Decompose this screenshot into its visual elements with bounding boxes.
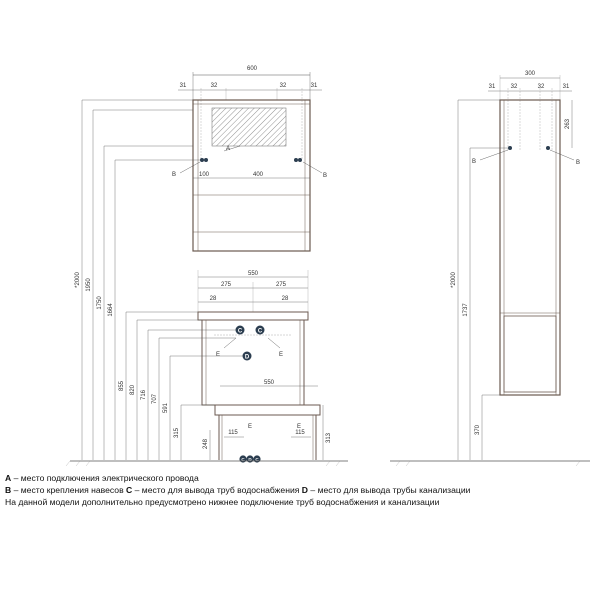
vanity-countertop bbox=[197, 311, 309, 321]
vanity-base-shelf bbox=[214, 404, 321, 416]
cabinet-lower-door bbox=[503, 315, 557, 393]
cabinet-d4: 31 bbox=[563, 84, 570, 90]
water-outlet-c1 bbox=[235, 325, 245, 335]
legend-note: На данной модели дополнительно предусмот… bbox=[5, 497, 440, 508]
vanity-cabinet bbox=[201, 319, 305, 406]
height-820: 820 bbox=[130, 384, 136, 395]
svg-text:C: C bbox=[255, 457, 259, 462]
bottom-connection-markers: C D C bbox=[239, 455, 261, 463]
height-2000: *2000 bbox=[75, 271, 81, 287]
legend-line-bcd: B – место крепления навесов C – место дл… bbox=[5, 485, 471, 496]
height-1750: 1750 bbox=[97, 296, 103, 310]
vanity-half-left: 275 bbox=[221, 282, 232, 288]
cabinet-d2: 32 bbox=[511, 84, 518, 90]
legend: A – место подключения электрического про… bbox=[5, 472, 595, 509]
height-707: 707 bbox=[152, 393, 158, 404]
electrical-zone-hatch bbox=[211, 107, 287, 147]
mirror-left-inner: 32 bbox=[211, 83, 218, 89]
svg-text:C: C bbox=[241, 457, 245, 462]
water-outlet-c2 bbox=[255, 325, 265, 335]
mirror-left-offset: 31 bbox=[180, 83, 187, 89]
cabinet-d1: 31 bbox=[489, 84, 496, 90]
vanity-edge-left: 28 bbox=[210, 296, 217, 302]
svg-text:C: C bbox=[258, 329, 263, 335]
cabinet-height-mid: 1737 bbox=[463, 303, 469, 317]
mirror-right-offset: 31 bbox=[311, 83, 318, 89]
vanity-leg-height: 248 bbox=[203, 438, 209, 449]
vanity-label-e-right: E bbox=[279, 352, 283, 358]
tall-cabinet: 300 31 32 32 31 B B 263 *2000 1737 370 bbox=[451, 71, 580, 460]
vanity-base-label-e2: E bbox=[297, 424, 301, 430]
vanity-half-right: 275 bbox=[276, 282, 287, 288]
height-dimensions bbox=[81, 99, 243, 460]
height-591: 591 bbox=[163, 402, 169, 413]
vanity-leg-left-dim: 115 bbox=[228, 430, 238, 436]
cabinet-width: 300 bbox=[525, 71, 536, 77]
height-716: 716 bbox=[141, 389, 147, 400]
cabinet-top-height: 263 bbox=[565, 118, 571, 129]
vanity-base-height: 313 bbox=[326, 432, 332, 443]
technical-drawing: 600 31 32 32 31 A B B 100 400 55 bbox=[65, 66, 590, 467]
height-1950: 1950 bbox=[86, 278, 92, 292]
cabinet-d3: 32 bbox=[538, 84, 545, 90]
vanity-base-label-e: E bbox=[248, 424, 252, 430]
mirror-bottom-left-dim: 100 bbox=[199, 172, 210, 178]
vanity-unit: 550 275 275 28 28 C C D E E 550 115 bbox=[197, 270, 332, 463]
drain-outlet-d bbox=[242, 351, 252, 361]
vanity-leg-right-dim: 115 bbox=[295, 430, 305, 436]
mirror-label-a: A bbox=[226, 146, 230, 152]
height-315: 315 bbox=[174, 427, 180, 438]
mirror-outline bbox=[192, 99, 311, 252]
cabinet-height-bottom: 370 bbox=[475, 424, 481, 435]
legend-line-a: A – место подключения электрического про… bbox=[5, 473, 199, 483]
cabinet-outline bbox=[499, 99, 561, 396]
mirror-unit: 600 31 32 32 31 A B B 100 400 bbox=[172, 66, 327, 252]
cabinet-label-b-right: B bbox=[576, 160, 580, 166]
svg-text:C: C bbox=[238, 329, 243, 335]
mirror-bottom-center-dim: 400 bbox=[253, 172, 264, 178]
mirror-width-label: 600 bbox=[247, 66, 258, 72]
vanity-edge-right: 28 bbox=[282, 296, 289, 302]
hanger-point-right bbox=[294, 158, 298, 162]
svg-text:D: D bbox=[248, 457, 252, 462]
hanger-point-left bbox=[200, 158, 204, 162]
height-1664: 1664 bbox=[108, 303, 114, 317]
svg-text:D: D bbox=[245, 355, 250, 361]
cabinet-height-total: *2000 bbox=[451, 271, 457, 287]
vanity-label-e-left: E bbox=[216, 352, 220, 358]
height-855: 855 bbox=[119, 380, 125, 391]
mirror-right-inner: 32 bbox=[280, 83, 287, 89]
cabinet-label-b-left: B bbox=[472, 159, 476, 165]
vanity-base-width: 550 bbox=[264, 380, 275, 386]
mirror-label-b-left: B bbox=[172, 172, 176, 178]
mirror-label-b-right: B bbox=[323, 173, 327, 179]
vanity-top-width: 550 bbox=[248, 271, 259, 277]
